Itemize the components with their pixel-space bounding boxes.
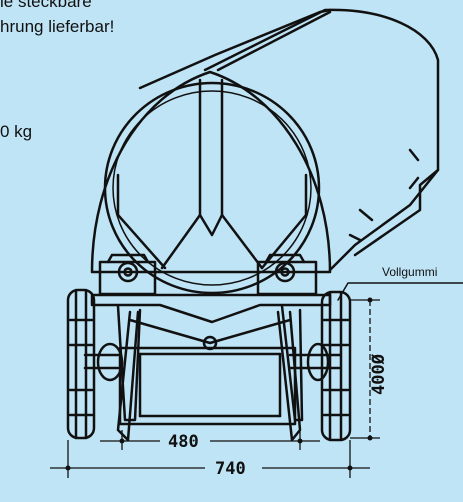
tank-circle (103, 81, 321, 295)
tire-label-leader (337, 282, 463, 301)
description-line-2: hrung lieferbar! (0, 17, 115, 36)
front-axle (83, 353, 120, 370)
dimension-400-diameter: 400Ø (369, 353, 389, 395)
description-line-1: ie steckbare (0, 0, 92, 11)
tank-right-side (353, 168, 440, 257)
tank-center-divider (160, 78, 264, 270)
dimension-480: 480 (168, 432, 199, 452)
left-bracket (98, 253, 157, 296)
left-wheel (66, 288, 124, 440)
weight-text: 0 kg (0, 122, 33, 141)
lower-frame (118, 346, 297, 426)
tire-label: Vollgummi (382, 265, 437, 279)
right-wheel (306, 290, 352, 442)
frame-beam (90, 293, 332, 324)
tank-top-outline (203, 8, 440, 272)
dimension-740: 740 (215, 459, 246, 479)
right-bracket (256, 253, 318, 296)
